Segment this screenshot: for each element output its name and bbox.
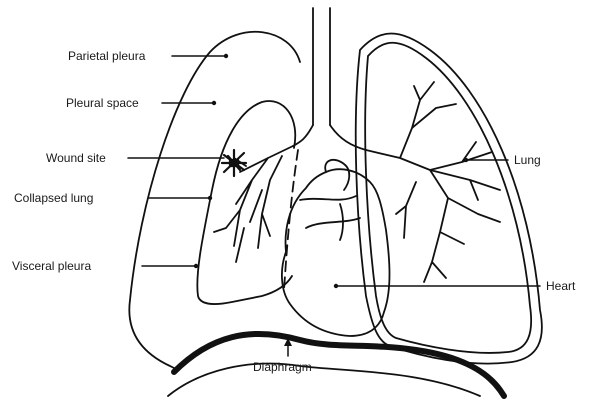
parietal-pleura-outline [129, 32, 300, 370]
label-wound-site: Wound site [46, 151, 106, 165]
wound-site-mark [222, 150, 246, 176]
label-pleural-space: Pleural space [66, 96, 139, 110]
heart-outline [282, 169, 390, 336]
left-lung-bronchi [366, 82, 500, 282]
diaphragm-lower-curve [168, 364, 480, 396]
label-parietal-pleura: Parietal pleura [68, 49, 145, 63]
label-diaphragm: Diaphragm [253, 360, 312, 374]
heart-vessels [300, 160, 360, 240]
label-visceral-pleura: Visceral pleura [12, 259, 91, 273]
label-lung: Lung [514, 153, 541, 167]
label-collapsed-lung: Collapsed lung [14, 191, 93, 205]
trachea [313, 8, 330, 125]
label-heart: Heart [546, 279, 575, 293]
mediastinum-dashed-line [284, 150, 298, 290]
collapsed-lung-outline [197, 101, 295, 304]
leader-lines [128, 56, 540, 356]
